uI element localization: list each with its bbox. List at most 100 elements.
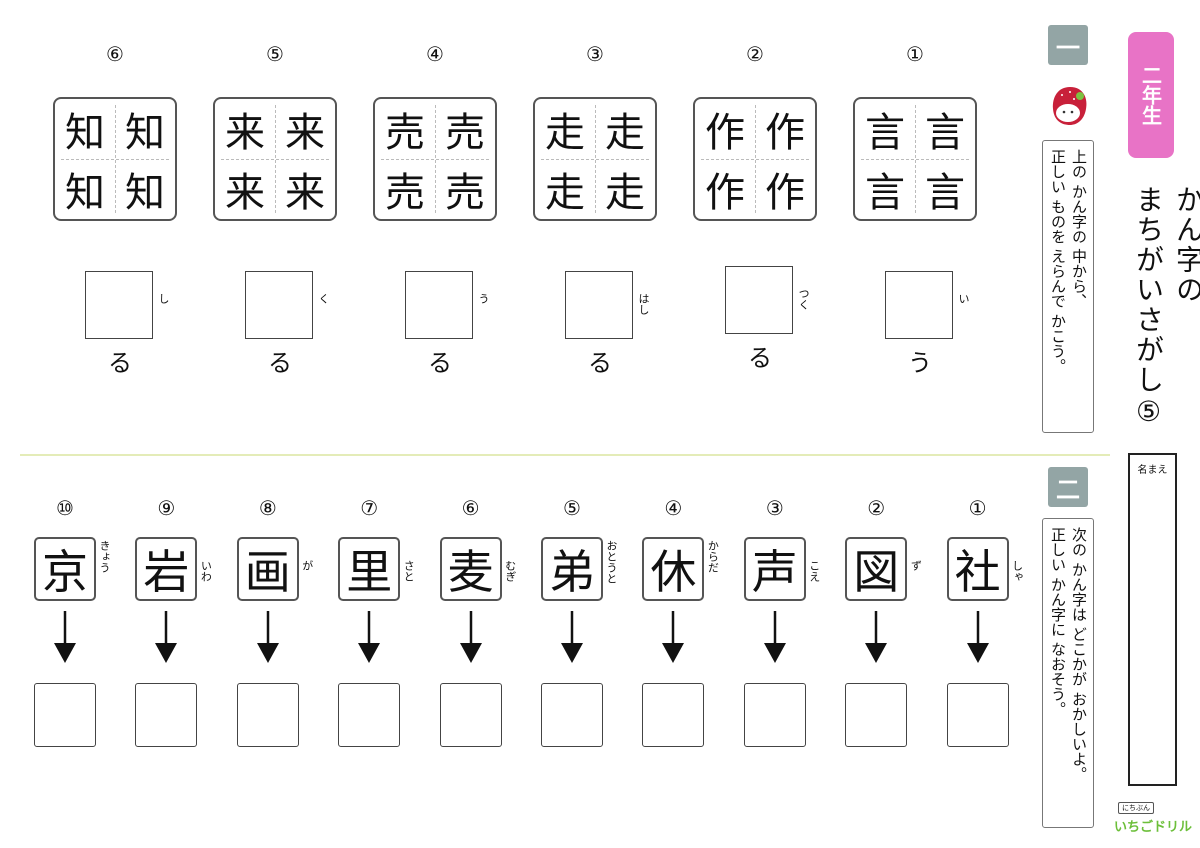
kanji-choice[interactable]: 知 [125,170,165,216]
answer-box[interactable] [725,266,793,334]
reading-furigana: むぎ [503,560,517,582]
title-line: まちがいさがし⑤ [1132,185,1165,430]
reading-furigana: さと [402,560,416,582]
instruction-line: 次の かん字は どこかが おかしいよ。 [1070,527,1088,782]
item-number: ③ [765,496,784,520]
item-number: ⑤ [266,42,284,66]
item-number: ① [968,496,987,520]
reading-furigana: う [477,293,490,304]
reading-furigana: いわ [199,560,213,582]
answer-box[interactable] [439,683,502,747]
reading-furigana: きょう [98,540,111,573]
name-field[interactable]: 名まえ [1128,453,1177,786]
kanji-choice[interactable]: 売 [385,110,425,156]
grade-badge: 二年生 [1128,32,1174,158]
kanji-choice[interactable]: 知 [65,170,105,216]
name-label: 名まえ [1137,465,1168,476]
reading-furigana: ず [909,560,923,571]
item-number: ⑩ [56,496,74,520]
answer-box[interactable] [135,683,198,747]
reading-furigana: い [957,293,970,304]
okurigana: る [428,349,452,377]
kanji-choice[interactable]: 売 [445,110,485,156]
kanji-choice-card: 走走走走 [533,97,657,221]
kanji-choice-card: 言言言言 [853,97,977,221]
item-number: ② [746,42,764,66]
arrow-down-icon [763,611,786,663]
arrow-down-icon [54,611,76,663]
section-divider [20,454,1110,456]
answer-box[interactable] [34,683,96,747]
incorrect-kanji: 声 [743,537,806,601]
worksheet-title: かん字の まちがいさがし⑤ [1128,185,1200,430]
kanji-choice[interactable]: 作 [705,110,745,156]
kanji-choice[interactable]: 来 [225,170,265,216]
kanji-choice[interactable]: 作 [765,110,805,156]
okurigana: う [908,349,932,377]
arrow-down-icon [358,611,381,663]
answer-box[interactable] [642,683,705,747]
reading-furigana: しゃ [1010,560,1024,582]
reading-furigana: おとうと [605,540,618,584]
kanji-choice-card: 売売売売 [373,97,497,221]
answer-box[interactable] [236,683,299,747]
kanji-choice[interactable]: 言 [865,170,905,216]
item-number: ⑧ [258,496,277,520]
section-two-instruction: 次の かん字は どこかが おかしいよ。 正しい かん字に なおそう。 [1042,518,1094,828]
kanji-choice[interactable]: 来 [285,170,325,216]
item-number: ④ [426,42,444,66]
arrow-down-icon [256,611,279,663]
item-number: ③ [586,42,604,66]
item-number: ① [906,42,924,66]
arrow-down-icon [966,611,989,663]
section-one-instruction: 上の かん字の 中から、 正しい ものを えらんで かこう。 [1042,140,1094,433]
answer-box[interactable] [885,271,953,339]
logo-small-text: にちぶん [1118,802,1154,814]
kanji-choice[interactable]: 来 [225,110,265,156]
kanji-choice[interactable]: 作 [705,170,745,216]
kanji-choice[interactable]: 言 [925,110,965,156]
kanji-choice[interactable]: 売 [385,170,425,216]
kanji-choice[interactable]: 知 [65,110,105,156]
answer-box[interactable] [405,271,473,339]
incorrect-kanji: 休 [642,537,705,601]
answer-box[interactable] [541,683,603,747]
answer-box[interactable] [946,683,1009,747]
reading-furigana: からだ [706,540,720,573]
incorrect-kanji: 弟 [541,537,603,601]
instruction-line: 正しい かん字に なおそう。 [1049,527,1067,717]
incorrect-kanji: 里 [338,537,401,601]
kanji-choice[interactable]: 知 [125,110,165,156]
kanji-choice[interactable]: 言 [865,110,905,156]
answer-box[interactable] [743,683,806,747]
answer-box[interactable] [338,683,401,747]
instruction-line: 上の かん字の 中から、 [1070,149,1088,309]
kanji-choice[interactable]: 作 [765,170,805,216]
logo-main-text: いちごドリル [1114,820,1193,835]
okurigana: る [748,344,772,372]
kanji-choice[interactable]: 走 [545,110,585,156]
reading-furigana: が [300,560,314,571]
okurigana: る [108,349,132,377]
kanji-choice[interactable]: 売 [445,170,485,216]
section-one-badge: 一 [1048,25,1088,65]
arrow-down-icon [459,611,482,663]
answer-box[interactable] [565,271,633,339]
okurigana: る [588,349,612,377]
arrow-down-icon [662,611,685,663]
answer-box[interactable] [85,271,153,339]
kanji-choice[interactable]: 走 [545,170,585,216]
kanji-choice[interactable]: 走 [605,110,645,156]
item-number: ⑥ [461,496,480,520]
item-number: ② [867,496,886,520]
kanji-choice[interactable]: 来 [285,110,325,156]
logo: にちぶん いちごドリル [1114,795,1194,835]
kanji-choice[interactable]: 言 [925,170,965,216]
answer-box[interactable] [245,271,313,339]
reading-furigana: こえ [807,560,821,582]
answer-box[interactable] [845,683,908,747]
kanji-choice[interactable]: 走 [605,170,645,216]
incorrect-kanji: 岩 [135,537,198,601]
item-number: ⑨ [157,496,176,520]
section-two-badge: 二 [1048,467,1088,507]
